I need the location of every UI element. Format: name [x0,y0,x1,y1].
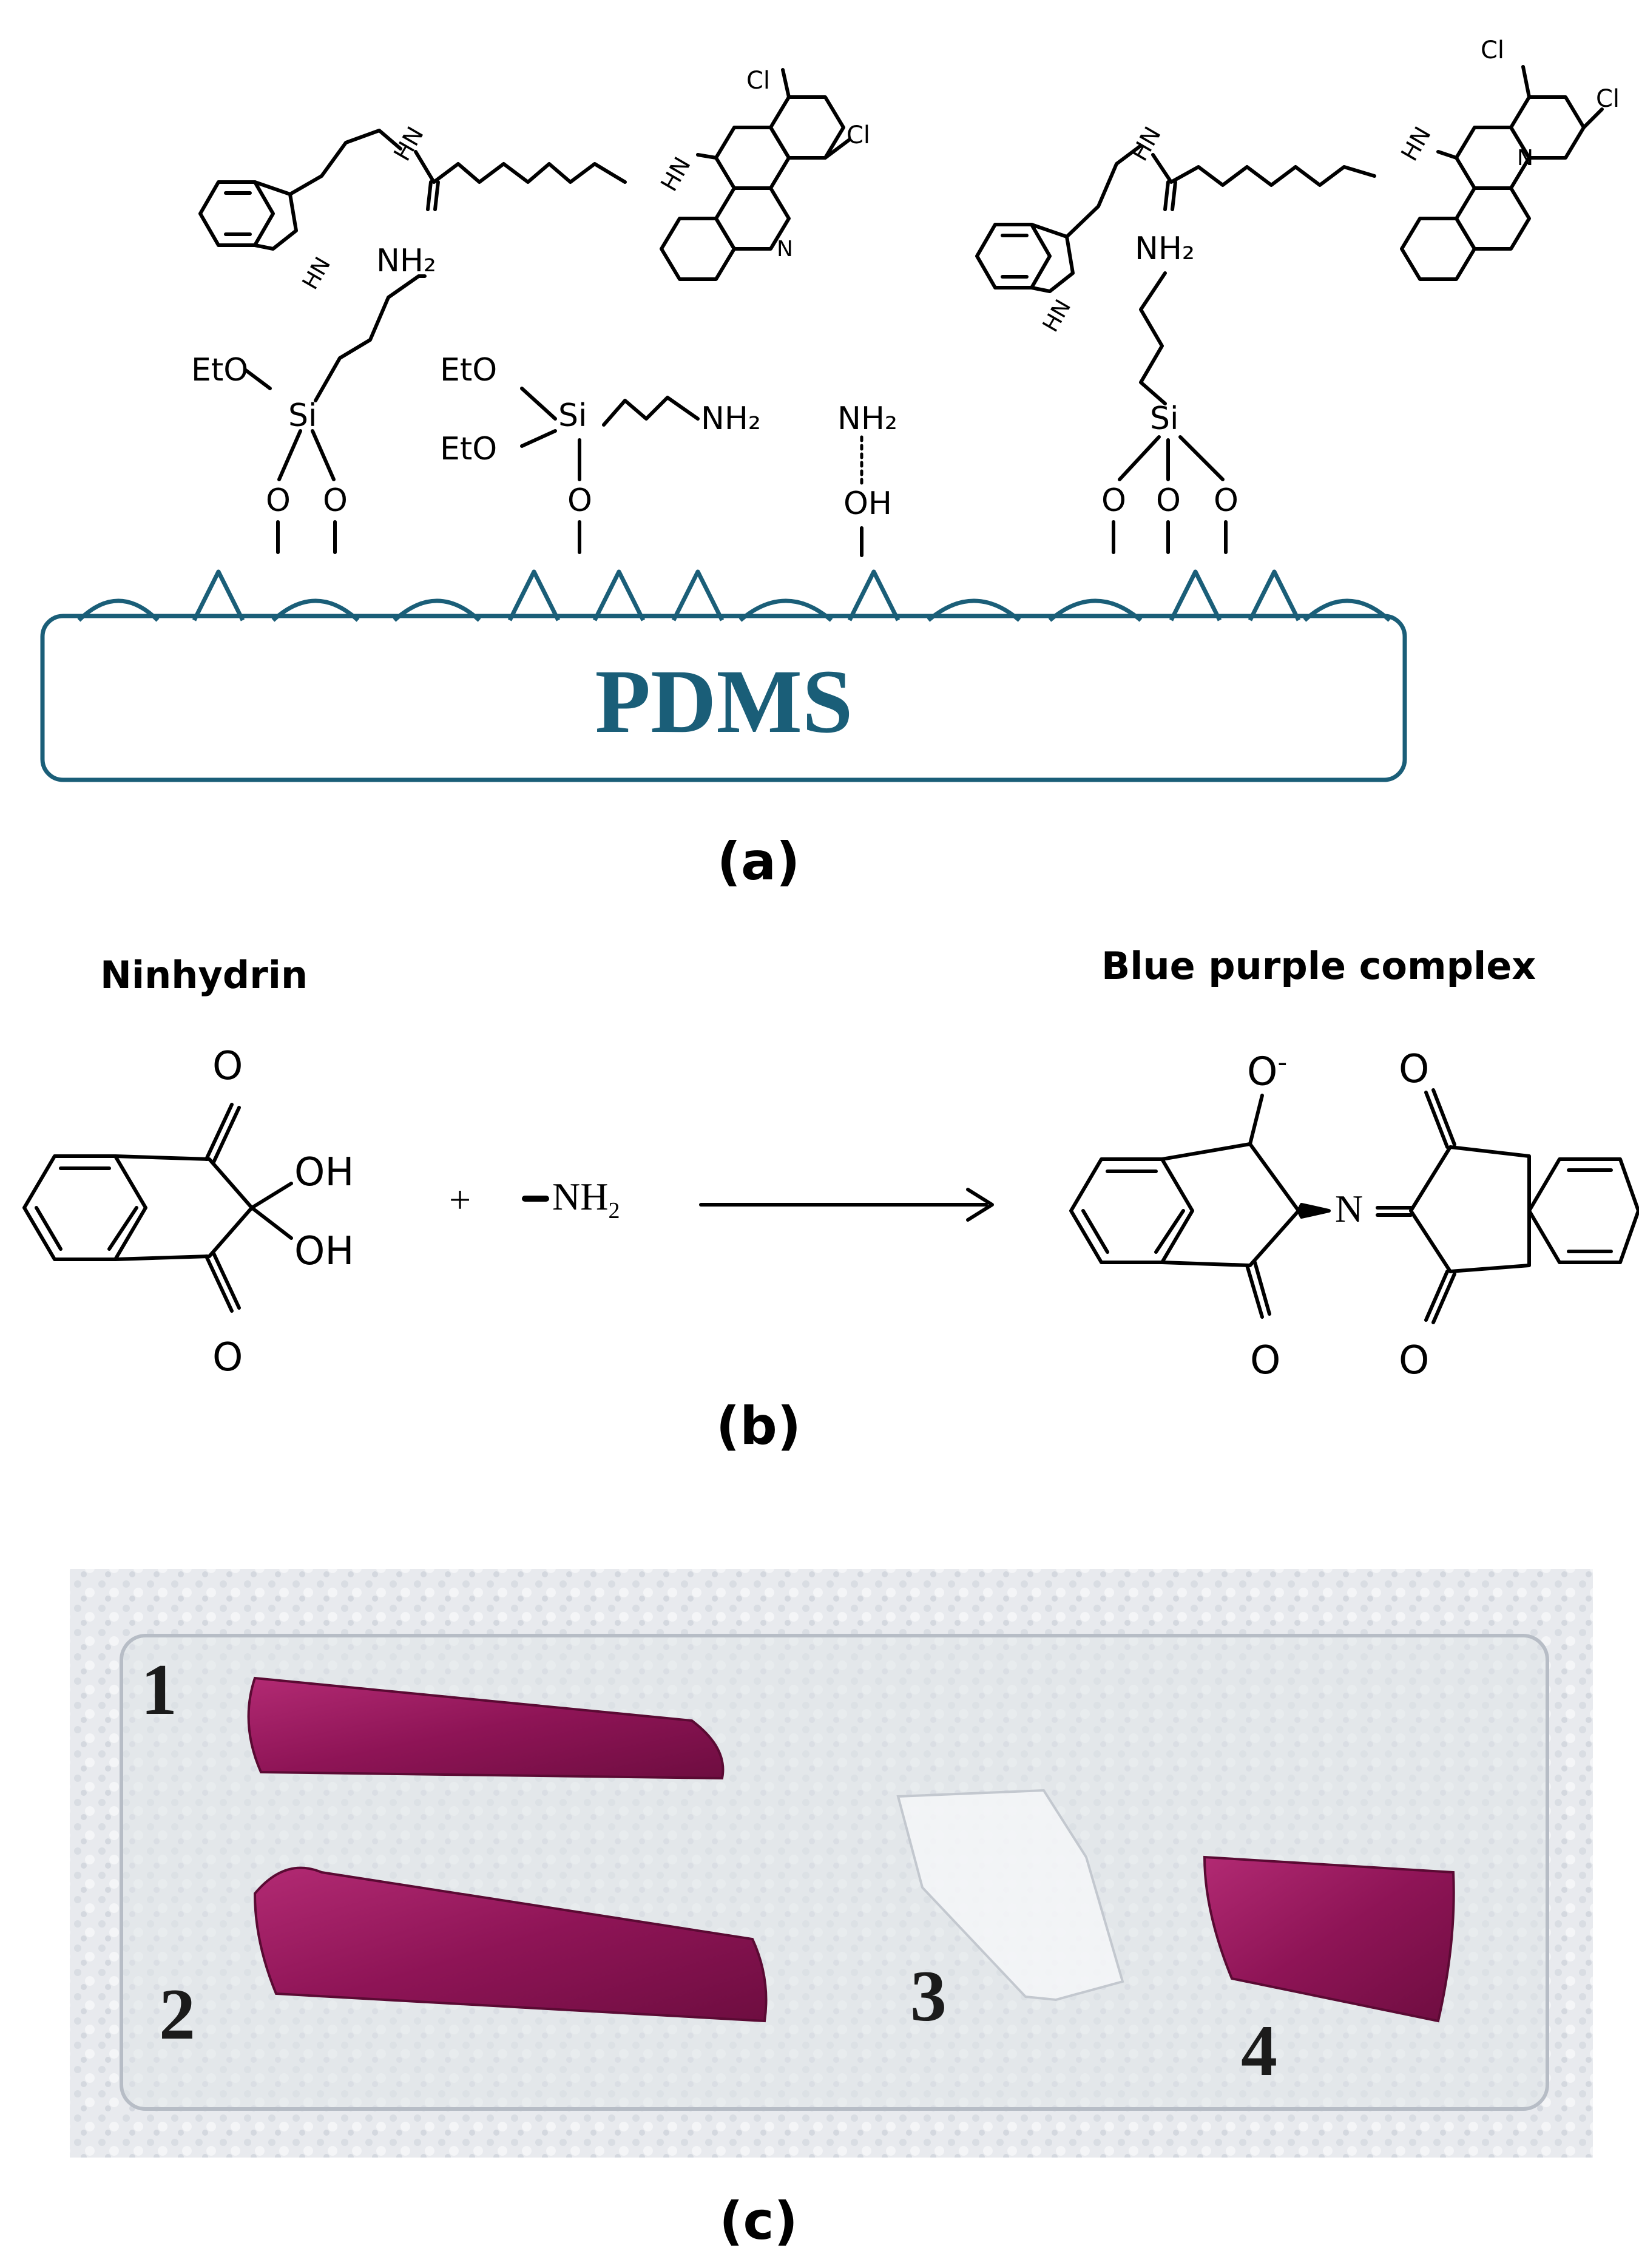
nh2-label-1: NH₂ [376,243,436,279]
product-n: N [1335,1187,1364,1230]
o-label-4a: O [1101,482,1126,519]
ninhydrin-benzene [22,1154,147,1261]
o-label-2: O [567,482,592,519]
pdms-block [40,614,1407,782]
oh-label-3: OH [843,486,893,522]
o-label-1a: O [266,482,291,519]
panel-b-diagram [22,1088,1639,1324]
o-label-4b: O [1156,482,1181,519]
surface-bump [77,598,160,622]
panel-c-photo [70,1569,1593,2158]
panel-c-label: (c) [719,2191,798,2252]
product-title: Blue purple complex [1101,944,1536,988]
product-o-right-top: O [1399,1047,1430,1092]
cl-label-2b: Cl [1596,85,1620,113]
ninhydrin-oh-bottom: OH [294,1229,354,1274]
sample-1 [247,1676,725,1780]
si-label-2: Si [558,398,587,434]
o-label-4c: O [1214,482,1239,519]
product-five-ring-right [1409,1145,1531,1273]
o-label-1b: O [323,482,348,519]
eto-label-2a: EtO [440,352,498,388]
linker-chain-1 [288,129,402,196]
indole-five-ring-1 [253,180,298,251]
n-label-1: N [777,237,793,262]
product-o-minus: O- [1247,1047,1288,1095]
si-label-4: Si [1150,401,1179,437]
nh2-label-2: NH₂ [701,401,761,437]
sample-number-3: 3 [910,1955,947,2036]
sample-4 [1203,1855,1455,2023]
reactant-title: Ninhydrin [100,953,308,997]
plus-sign: + [449,1178,471,1221]
product-benzene-left [1069,1157,1194,1264]
sample-number-2: 2 [159,1974,195,2054]
sample-number-4: 4 [1241,2010,1277,2091]
cl-label-2a: Cl [1481,36,1505,64]
nh2-label-4: NH₂ [1135,231,1195,267]
pdms-label: PDMS [595,651,853,752]
panel-a-diagram [40,65,1604,782]
pdms-substrate [40,569,1407,782]
eto-label-1: EtO [191,352,249,388]
cl-label-1b: Cl [847,121,871,149]
ninhydrin-o-bottom: O [212,1335,243,1380]
ninhydrin-o-top: O [212,1044,243,1089]
sample-number-1: 1 [141,1649,177,1730]
panel-a-label: (a) [717,831,800,892]
sample-3 [896,1789,1124,2002]
panel-b-label: (b) [715,1396,802,1457]
nh2-label-3: NH₂ [837,401,897,437]
product-o-left-bottom: O [1250,1338,1281,1383]
surface-peak [192,569,245,621]
ninhydrin-oh-top: OH [294,1150,354,1195]
cl-label-1a: Cl [746,67,771,95]
eto-label-2b: EtO [440,431,498,467]
n-label-2: N [1517,146,1533,171]
amine-label: NH2 [552,1175,620,1224]
product-o-right-bottom: O [1399,1338,1430,1383]
sample-2 [253,1866,768,2023]
product-benzene-right [1527,1157,1639,1264]
si-label-1: Si [288,398,317,434]
